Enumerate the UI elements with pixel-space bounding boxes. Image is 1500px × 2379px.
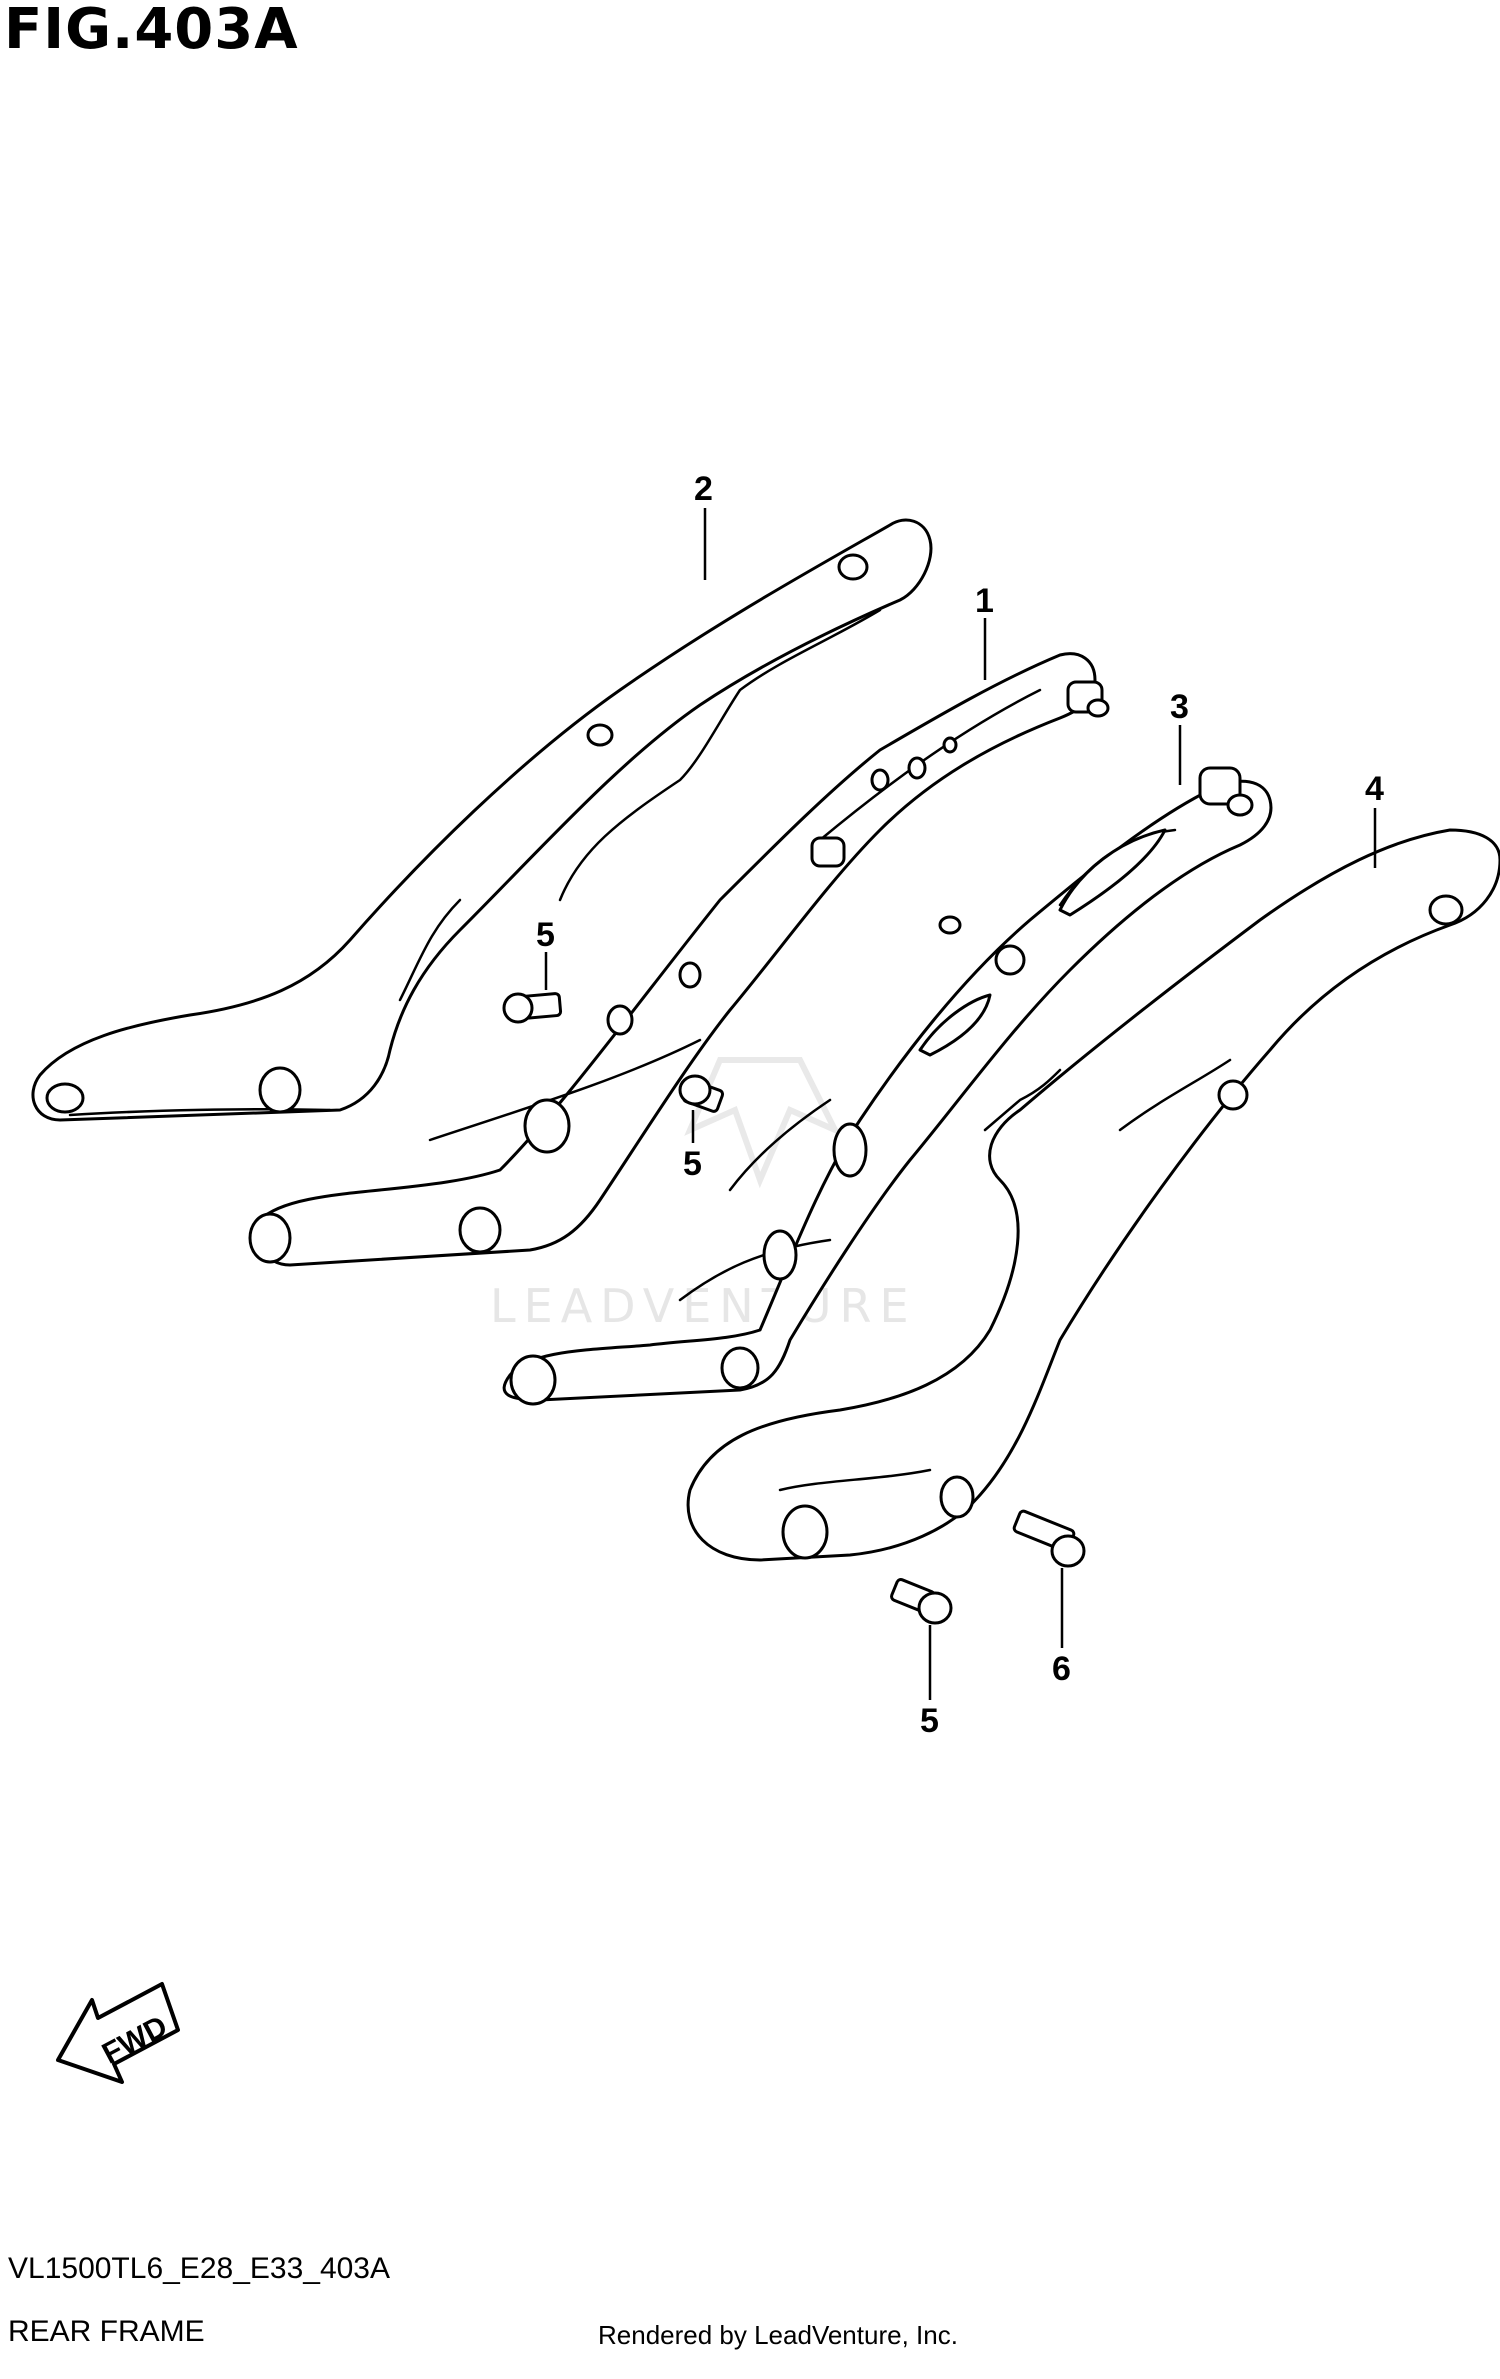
- mount-hole: [870, 768, 890, 792]
- mount-hole: [832, 1122, 868, 1178]
- mount-hole: [994, 944, 1026, 976]
- mount-hole: [248, 1212, 292, 1264]
- mount-hole: [258, 1066, 302, 1114]
- mount-hole: [606, 1004, 634, 1036]
- mount-boss: [1086, 698, 1110, 718]
- bolt-5c[interactable]: [890, 1578, 953, 1625]
- mount-hole: [938, 915, 962, 935]
- mount-boss: [1198, 766, 1242, 806]
- mount-hole: [720, 1346, 760, 1390]
- callout-1: 1: [975, 582, 994, 620]
- part-3-rear-frame-right[interactable]: [502, 766, 1273, 1406]
- mount-hole: [1428, 894, 1464, 926]
- callout-3: 3: [1170, 688, 1189, 726]
- part-1-rear-frame-left[interactable]: [248, 652, 1110, 1267]
- mount-hole: [939, 1475, 975, 1519]
- bolt-6[interactable]: [1012, 1509, 1086, 1568]
- callout-5a: 5: [536, 916, 555, 954]
- bolt-5a[interactable]: [502, 992, 563, 1024]
- mount-boss: [810, 836, 846, 868]
- figure-title: FIG.403A: [4, 0, 299, 62]
- mount-hole: [586, 723, 614, 747]
- mount-boss: [1226, 793, 1254, 817]
- part-2-frame-cover-left[interactable]: [31, 518, 933, 1122]
- mount-hole: [942, 736, 958, 754]
- callout-6: 6: [1052, 1650, 1071, 1688]
- model-code: VL1500TL6_E28_E33_403A: [8, 2252, 391, 2285]
- callout-4: 4: [1365, 770, 1384, 808]
- mount-hole: [781, 1504, 829, 1560]
- mount-hole: [509, 1354, 557, 1406]
- forward-arrow-icon: FWD: [56, 1982, 180, 2084]
- callout-5c: 5: [920, 1702, 939, 1740]
- render-credit: Rendered by LeadVenture, Inc.: [598, 2320, 958, 2350]
- section-name: REAR FRAME: [8, 2315, 205, 2348]
- mount-hole: [837, 553, 869, 581]
- bolt-5b[interactable]: [678, 1074, 725, 1113]
- mount-hole: [678, 961, 702, 989]
- mount-hole: [907, 756, 927, 780]
- mount-hole: [458, 1206, 502, 1254]
- part-4-frame-cover-right[interactable]: [686, 828, 1500, 1562]
- callout-5b: 5: [683, 1145, 702, 1183]
- mount-hole: [45, 1082, 85, 1114]
- leader-lines: [544, 508, 1377, 1700]
- mount-hole: [1217, 1079, 1249, 1111]
- mount-hole: [762, 1229, 798, 1281]
- watermark-logo: LEADVENTURE: [490, 1057, 917, 1333]
- mount-hole: [523, 1098, 571, 1154]
- callout-2: 2: [694, 470, 713, 508]
- watermark-text: LEADVENTURE: [490, 1279, 917, 1333]
